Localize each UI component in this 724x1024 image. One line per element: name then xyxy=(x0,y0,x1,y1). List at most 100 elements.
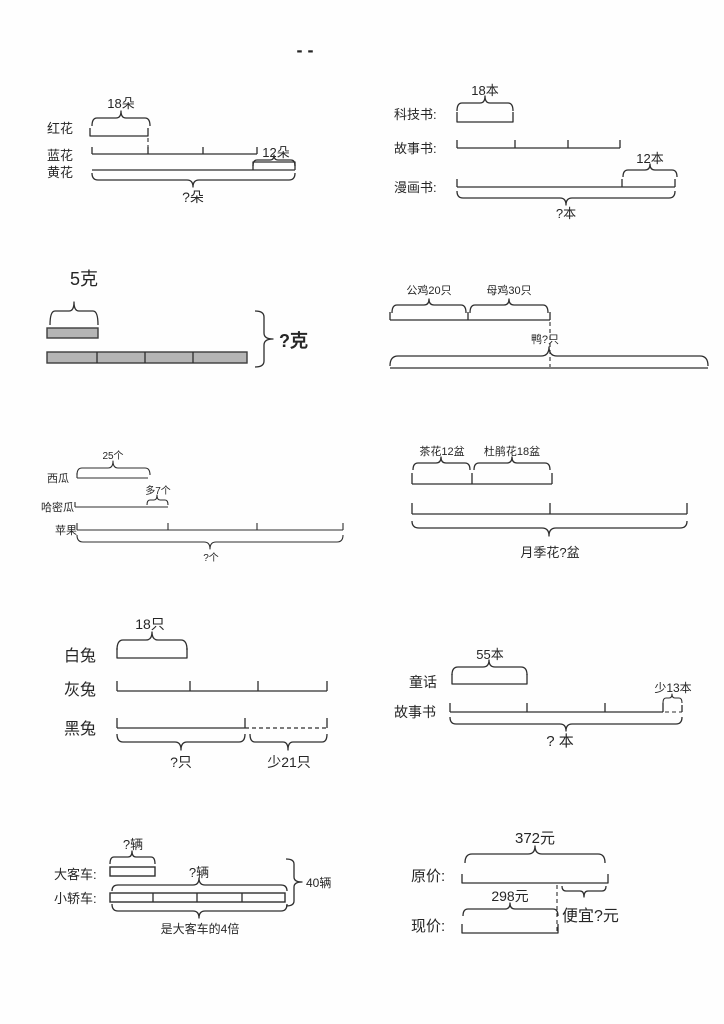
comic-extra-over-brace xyxy=(622,163,678,178)
rose-under-brace xyxy=(411,520,688,537)
story-total-label: ? 本 xyxy=(546,733,574,750)
blue-flower-bar xyxy=(91,147,258,155)
tech-books-bar xyxy=(456,112,514,123)
apple-bar xyxy=(76,523,344,531)
white-rabbit-label: 白兔 xyxy=(64,647,96,665)
original-price-over-brace xyxy=(464,845,606,864)
rose-bar xyxy=(411,503,688,515)
black-less-label: 少21只 xyxy=(267,754,311,770)
diagram-books: 18本 科技书: 故事书: 12本 漫画书: ?本 xyxy=(394,83,678,221)
fairy-over-brace xyxy=(451,659,528,676)
white-rabbit-over-brace xyxy=(116,631,188,651)
car-under-brace xyxy=(111,903,288,919)
tech-over-brace xyxy=(456,95,514,112)
fairy-tale-label: 童话 xyxy=(409,674,437,690)
small-weight-bar xyxy=(46,327,99,339)
current-price-label: 现价: xyxy=(411,918,445,935)
duck-count-label: 鸭?只 xyxy=(531,333,559,346)
rose-total-label: 月季花?盆 xyxy=(520,545,579,560)
black-rabbit-label: 黑兔 xyxy=(64,720,96,738)
apple-under-brace xyxy=(76,534,344,550)
melon-label: 哈密瓜 xyxy=(41,500,74,514)
black-rabbit-bar-solid xyxy=(116,718,246,729)
yellow-flower-under-brace xyxy=(91,172,296,188)
hen-over-brace xyxy=(469,298,549,314)
red-flower-count-label: 18朵 xyxy=(107,96,134,111)
yellow-total-label: ?朵 xyxy=(182,189,204,205)
blue-extra-over-brace xyxy=(252,154,296,167)
watermelon-label: 西瓜 xyxy=(47,473,69,485)
chicken-bar xyxy=(389,312,551,321)
azalea-count-label: 杜鹃花18盆 xyxy=(484,444,540,458)
diagram-fruits: 25个 西瓜 多7个 哈密瓜 苹果 ?个 xyxy=(41,450,344,564)
original-price-bar xyxy=(461,874,609,884)
comic-extra-count-label: 12本 xyxy=(636,151,663,166)
gray-rabbit-bar xyxy=(116,681,328,692)
watermelon-bar xyxy=(76,473,148,479)
total-weight-label: ?克 xyxy=(279,330,308,351)
hen-count-label: 母鸡30只 xyxy=(486,283,531,297)
diagram-plants: 茶花12盆 杜鹃花18盆 月季花?盆 xyxy=(411,444,688,560)
tech-books-label: 科技书: xyxy=(394,107,437,122)
savings-label: 便宜?元 xyxy=(562,907,619,925)
rooster-over-brace xyxy=(391,298,467,314)
white-rabbit-bar xyxy=(116,648,188,659)
total-right-brace xyxy=(254,310,274,368)
story-book-bar xyxy=(449,703,664,713)
red-flower-label: 红花 xyxy=(47,121,73,136)
unit-over-brace xyxy=(49,301,99,326)
diagram-storybooks: 55本 童话 少13本 故事书 ? 本 xyxy=(394,647,692,750)
bus-over-brace xyxy=(109,850,156,865)
car-bar-dividers xyxy=(152,893,243,902)
apple-total-label: ?个 xyxy=(203,552,219,564)
fairy-tale-bar xyxy=(451,674,528,685)
duck-over-brace xyxy=(389,346,709,367)
melon-extra-over-brace xyxy=(146,494,169,506)
original-price-label: 原价: xyxy=(411,868,445,885)
rooster-count-label: 公鸡20只 xyxy=(406,283,451,297)
story-book-label: 故事书 xyxy=(394,704,436,720)
camellia-over-brace xyxy=(412,456,471,471)
vehicles-total-label: 40辆 xyxy=(306,876,331,890)
yellow-flower-label: 黄花 xyxy=(47,165,73,180)
black-part-under-brace xyxy=(116,733,246,751)
bus-bar xyxy=(109,866,156,877)
fairy-count-label: 55本 xyxy=(476,647,503,662)
tech-count-label: 18本 xyxy=(471,83,498,98)
long-weight-bar xyxy=(46,351,248,364)
current-price-value-label: 298元 xyxy=(491,888,528,904)
blue-extra-count-label: 12朵 xyxy=(262,145,289,160)
diagram-poultry: 公鸡20只 母鸡30只 鸭?只 xyxy=(389,283,709,369)
long-weight-bar-dividers xyxy=(96,352,194,363)
comic-books-bar xyxy=(456,179,676,188)
camellia-azalea-bar xyxy=(411,473,553,485)
watermelon-over-brace xyxy=(76,460,151,476)
car-label: 小轿车: xyxy=(54,891,97,906)
diagram-prices: 372元 原价: 298元 现价: 便宜?元 xyxy=(411,830,619,935)
story-less-count-label: 少13本 xyxy=(654,681,691,695)
story-books-bar xyxy=(456,140,621,149)
vehicles-note-label: 是大客车的4倍 xyxy=(161,921,240,936)
yellow-flower-bar xyxy=(92,161,296,171)
story-books-label: 故事书: xyxy=(394,141,437,156)
gray-rabbit-label: 灰兔 xyxy=(64,681,96,699)
black-part-label: ?只 xyxy=(170,754,192,770)
diagram-flowers: 18朵 红花 蓝花 12朵 黄花 ?朵 xyxy=(47,96,296,205)
current-price-over-brace xyxy=(462,902,559,917)
car-over-brace xyxy=(111,877,288,892)
diagram-vehicles: ?辆 大客车: ?辆 小轿车: 40辆 是大客车的4倍 xyxy=(54,837,331,936)
melon-extra-label: 多7个 xyxy=(145,484,171,497)
total-right-brace xyxy=(285,858,303,907)
comic-books-label: 漫画书: xyxy=(394,180,437,195)
savings-under-brace xyxy=(561,885,607,898)
bus-label: 大客车: xyxy=(54,867,97,882)
comic-total-label: ?本 xyxy=(556,206,576,221)
story-less-over-brace xyxy=(662,693,683,704)
azalea-over-brace xyxy=(473,456,551,471)
bus-count-label: ?辆 xyxy=(123,837,143,852)
car-count-label: ?辆 xyxy=(189,865,209,880)
watermelon-count-label: 25个 xyxy=(102,450,123,462)
story-under-brace xyxy=(449,716,683,732)
